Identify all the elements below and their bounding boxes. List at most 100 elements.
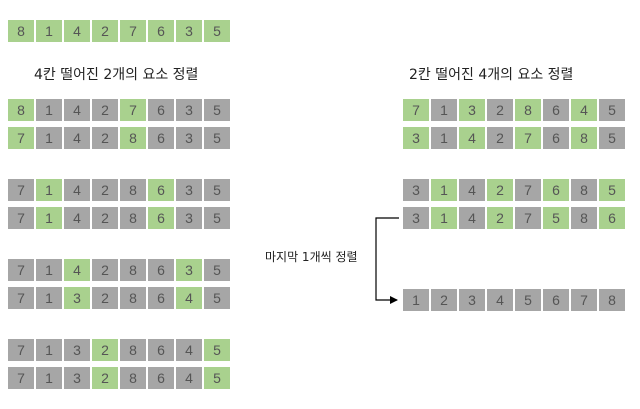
final-array-cell: 4 <box>487 289 513 311</box>
final-array-cell: 2 <box>431 289 457 311</box>
left-array-cell: 1 <box>36 367 62 389</box>
left-array-cell: 6 <box>148 127 174 149</box>
right-array-cell: 2 <box>487 127 513 149</box>
left-array-cell: 4 <box>176 339 202 361</box>
left-array-cell: 7 <box>8 259 34 281</box>
left-array-cell: 5 <box>204 207 230 229</box>
right-array-cell: 5 <box>543 207 569 229</box>
left-array-cell: 7 <box>8 339 34 361</box>
right-array-cell: 4 <box>459 179 485 201</box>
left-array-cell: 7 <box>8 127 34 149</box>
left-array-cell: 4 <box>176 367 202 389</box>
right-array-cell: 6 <box>599 207 625 229</box>
left-array-cell: 5 <box>204 367 230 389</box>
left-array-cell: 4 <box>64 99 90 121</box>
right-array-cell: 5 <box>599 99 625 121</box>
right-array-cell: 2 <box>487 99 513 121</box>
right-array-cell: 3 <box>403 127 429 149</box>
left-array-cell: 2 <box>92 259 118 281</box>
left-array-cell: 6 <box>148 207 174 229</box>
left-array-cell: 4 <box>64 127 90 149</box>
left-array-cell: 1 <box>36 127 62 149</box>
final-array-cell: 1 <box>403 289 429 311</box>
left-array-cell: 2 <box>92 367 118 389</box>
right-array-cell: 7 <box>515 127 541 149</box>
final-array-cell: 8 <box>599 289 625 311</box>
final-array-cell: 6 <box>543 289 569 311</box>
left-array-cell: 4 <box>176 287 202 309</box>
left-array-cell: 6 <box>148 179 174 201</box>
left-array-cell: 8 <box>120 367 146 389</box>
left-array-cell: 5 <box>204 127 230 149</box>
left-array-cell: 4 <box>64 207 90 229</box>
right-heading: 2칸 떨어진 4개의 요소 정렬 <box>409 67 574 83</box>
left-array-cell: 3 <box>176 99 202 121</box>
left-array-cell: 2 <box>92 287 118 309</box>
right-array-cell: 4 <box>459 207 485 229</box>
right-array-cell: 8 <box>571 207 597 229</box>
left-array-cell: 3 <box>64 367 90 389</box>
right-array-cell: 8 <box>515 99 541 121</box>
top-array-cell: 3 <box>176 20 202 42</box>
left-array-cell: 5 <box>204 99 230 121</box>
left-array-cell: 3 <box>64 287 90 309</box>
left-array-cell: 3 <box>176 179 202 201</box>
final-step-note: 마지막 1개씩 정렬 <box>265 250 358 264</box>
right-array-cell: 3 <box>403 207 429 229</box>
right-array-cell: 4 <box>459 127 485 149</box>
left-array-cell: 1 <box>36 287 62 309</box>
right-array-cell: 6 <box>543 179 569 201</box>
top-array-cell: 2 <box>92 20 118 42</box>
right-array-cell: 3 <box>459 99 485 121</box>
left-array-cell: 7 <box>8 207 34 229</box>
left-array-cell: 6 <box>148 339 174 361</box>
right-array-cell: 7 <box>515 207 541 229</box>
final-array-cell: 7 <box>571 289 597 311</box>
left-array-cell: 6 <box>148 287 174 309</box>
left-array-cell: 1 <box>36 179 62 201</box>
left-array-cell: 7 <box>8 367 34 389</box>
right-array-cell: 1 <box>431 207 457 229</box>
left-array-cell: 8 <box>120 287 146 309</box>
left-array-cell: 8 <box>120 259 146 281</box>
left-array-cell: 2 <box>92 207 118 229</box>
right-array-cell: 8 <box>571 127 597 149</box>
right-array-cell: 6 <box>543 127 569 149</box>
right-array-cell: 2 <box>487 207 513 229</box>
left-array-cell: 8 <box>120 127 146 149</box>
right-array-cell: 1 <box>431 179 457 201</box>
left-array-cell: 6 <box>148 99 174 121</box>
top-array-cell: 6 <box>148 20 174 42</box>
left-array-cell: 3 <box>176 127 202 149</box>
left-array-cell: 1 <box>36 207 62 229</box>
right-array-cell: 4 <box>571 99 597 121</box>
left-array-cell: 8 <box>8 99 34 121</box>
left-array-cell: 8 <box>120 207 146 229</box>
left-array-cell: 4 <box>64 259 90 281</box>
right-array-cell: 6 <box>543 99 569 121</box>
top-array-cell: 5 <box>204 20 230 42</box>
left-array-cell: 8 <box>120 179 146 201</box>
left-array-cell: 2 <box>92 99 118 121</box>
right-array-cell: 7 <box>403 99 429 121</box>
left-array-cell: 7 <box>8 287 34 309</box>
left-array-cell: 5 <box>204 339 230 361</box>
final-array-cell: 3 <box>459 289 485 311</box>
left-array-cell: 5 <box>204 287 230 309</box>
left-array-cell: 3 <box>176 207 202 229</box>
top-array-cell: 1 <box>36 20 62 42</box>
left-array-cell: 1 <box>36 259 62 281</box>
left-heading: 4칸 떨어진 2개의 요소 정렬 <box>34 67 199 83</box>
right-array-cell: 5 <box>599 127 625 149</box>
